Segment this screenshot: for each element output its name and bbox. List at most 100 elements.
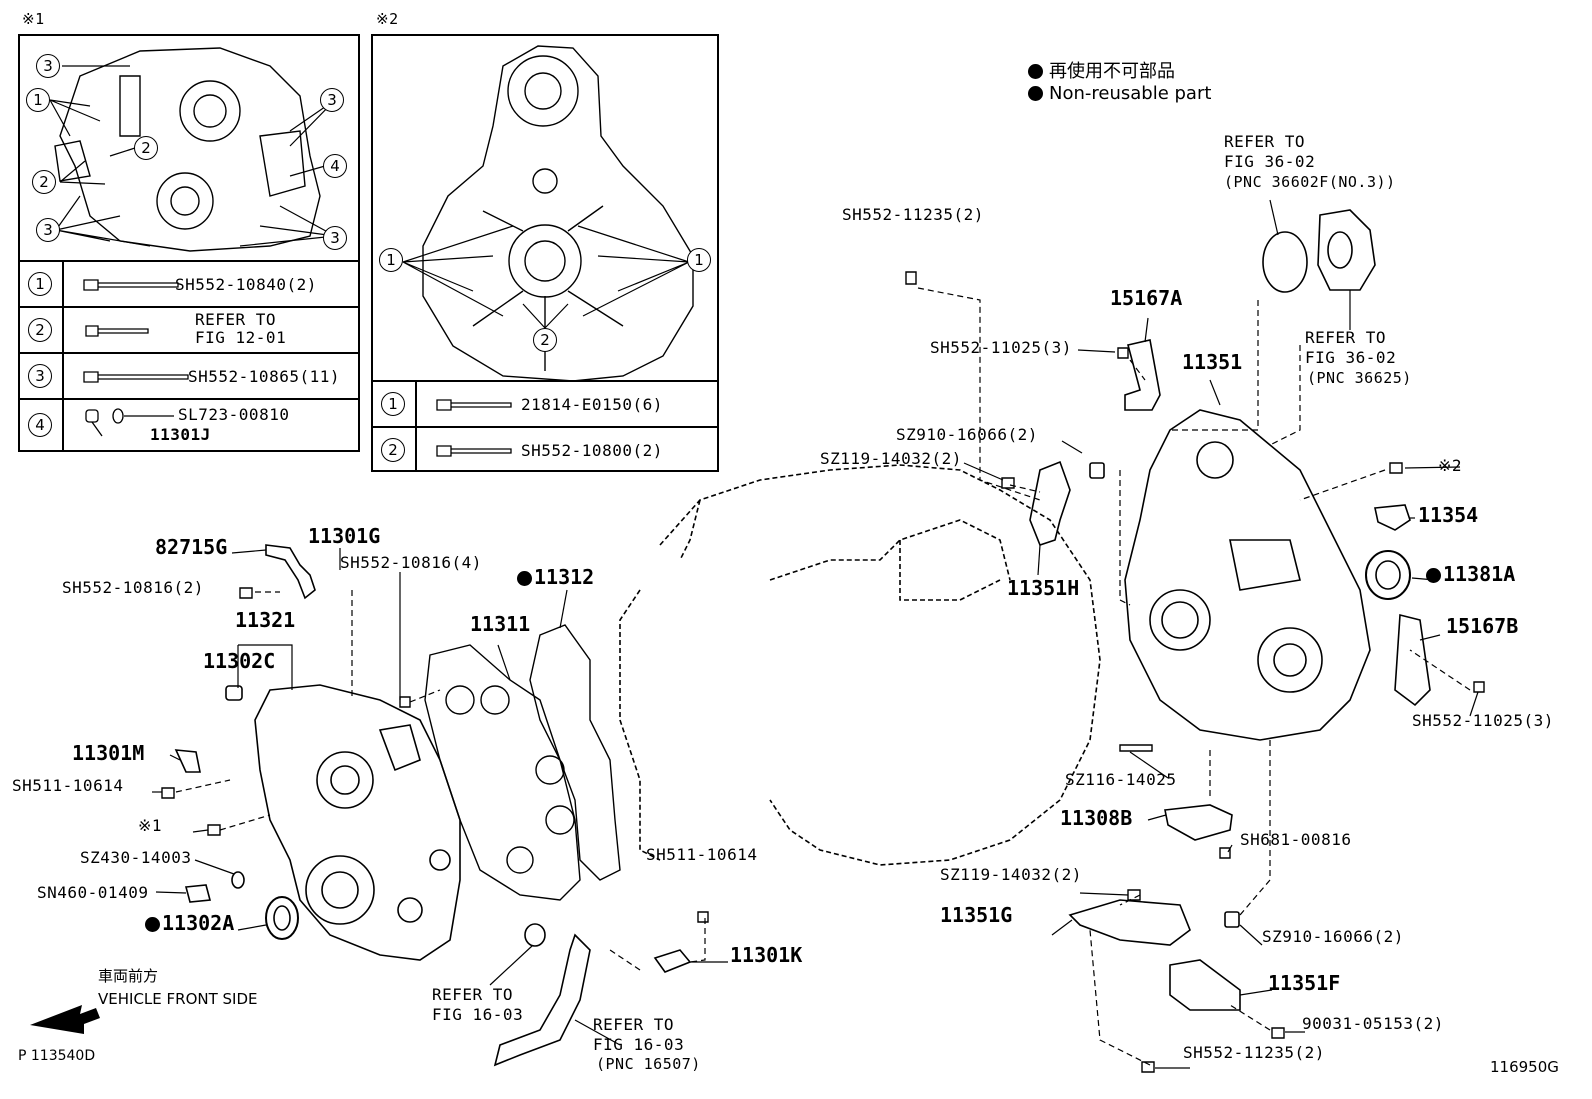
vehicle-front-en: VEHICLE FRONT SIDE — [98, 990, 258, 1008]
non-reusable-dot-icon — [145, 917, 160, 932]
inset1-row-3: 3 SH552-10865(11) — [20, 352, 358, 398]
oil-seal-11302A — [265, 896, 299, 940]
plug-and-washer-icon — [85, 408, 174, 437]
label-11308B: 11308B — [1060, 806, 1133, 830]
inset1-row-2-num: 2 — [28, 318, 52, 342]
inset1-callout-3c: 3 — [36, 218, 60, 242]
label-90031-05153: 90031-05153(2) — [1302, 1014, 1444, 1033]
sensor-11301K — [653, 949, 692, 973]
timing-plate-11311-outline — [424, 644, 581, 901]
dashed-leaders — [175, 287, 1471, 1066]
inset1-row-1-num: 1 — [28, 272, 52, 296]
inset2-callout-2: 2 — [533, 328, 557, 352]
bolt-icons — [161, 271, 1485, 1073]
engine-block-outline — [619, 464, 1101, 866]
label-mark2: ※2 — [1438, 456, 1463, 475]
label-15167B: 15167B — [1446, 614, 1519, 638]
label-SH681-00816: SH681-00816 — [1240, 830, 1352, 849]
inset1-callout-4: 4 — [323, 154, 347, 178]
label-11302A: 11302A — [145, 913, 234, 933]
label-11381A-text: 11381A — [1443, 562, 1516, 586]
label-SZ119-14032-bot: SZ119-14032(2) — [940, 865, 1082, 884]
legend-en: Non-reusable part — [1028, 83, 1211, 104]
label-refer-fig-16-03-b: REFER TO FIG 16-03 — [593, 1015, 685, 1054]
o-ring-36602F — [1262, 231, 1308, 293]
label-82715G: 82715G — [155, 535, 228, 559]
inset1-callout-3d: 3 — [323, 226, 347, 250]
plate-11308B — [1164, 804, 1233, 841]
oil-seal-11381A — [1365, 550, 1411, 600]
label-pnc-36625: (PNC 36625) — [1307, 369, 1412, 387]
non-reusable-dot-icon — [517, 571, 532, 586]
inset2-mark: ※2 — [376, 10, 399, 28]
label-SH552-10816-4: SH552-10816(4) — [340, 553, 482, 572]
label-11301K: 11301K — [730, 943, 803, 967]
flywheel-housing-11351-outline — [1124, 409, 1371, 741]
label-11321: 11321 — [235, 608, 296, 632]
mount-11351F — [1169, 959, 1241, 1011]
inset1-callout-2a: 2 — [134, 136, 158, 160]
inset2-row-2-num: 2 — [381, 438, 405, 462]
inset2-row-2: 2 SH552-10800(2) — [373, 426, 717, 472]
label-SH552-11235-top: SH552-11235(2) — [842, 205, 984, 224]
inset1-row-3-num: 3 — [28, 364, 52, 388]
label-11351: 11351 — [1182, 350, 1243, 374]
label-11381A: 11381A — [1426, 564, 1515, 584]
inset2-panel: 1 1 2 1 21814-E0150(6) 2 SH552-10800(2) — [371, 34, 719, 472]
inset1-row-2-label: REFER TO FIG 12-01 — [195, 310, 287, 348]
label-11302C: 11302C — [203, 649, 276, 673]
non-reusable-dot-icon — [1028, 86, 1043, 101]
bolt-icon — [83, 371, 189, 383]
cover-36625 — [1317, 209, 1376, 291]
label-SZ910-16066-top: SZ910-16066(2) — [896, 425, 1038, 444]
inset2-row-1-label: 21814-E0150(6) — [521, 395, 663, 414]
leader-lines — [152, 199, 1479, 1069]
bolt-icon — [83, 279, 179, 291]
inset2-row-2-label: SH552-10800(2) — [521, 441, 663, 460]
bracket-11351G — [1068, 899, 1191, 946]
bolt-icon — [436, 445, 512, 457]
plug-11302C — [225, 685, 243, 701]
inset1-row-4-label2: 11301J — [150, 425, 211, 444]
label-SZ119-14032-top: SZ119-14032(2) — [820, 449, 962, 468]
label-SH552-11025-3a: SH552-11025(3) — [930, 338, 1072, 357]
inset1-row-1-label: SH552-10840(2) — [175, 275, 317, 294]
label-11351G: 11351G — [940, 903, 1013, 927]
inset1-callout-1: 1 — [26, 88, 50, 112]
legend-en-text: Non-reusable part — [1049, 83, 1212, 104]
label-SH552-11235-bot: SH552-11235(2) — [1183, 1043, 1325, 1062]
label-SN460-01409: SN460-01409 — [37, 883, 149, 902]
water-tube — [493, 933, 591, 1067]
label-15167A: 15167A — [1110, 286, 1183, 310]
inset1-mark: ※1 — [22, 10, 45, 28]
label-11312: 11312 — [517, 567, 594, 587]
inset1-callout-3a: 3 — [36, 54, 60, 78]
bracket-15167B — [1394, 613, 1431, 707]
inset1-row-4-label: SL723-00810 — [178, 405, 290, 424]
inset1-panel: 3 1 3 2 4 2 3 3 1 SH552-10840(2) 2 REFER… — [18, 34, 360, 452]
figure-code: 116950G — [1490, 1058, 1559, 1076]
inset2-row-1-num: 1 — [381, 392, 405, 416]
bracket-11351H — [1029, 460, 1071, 546]
inset2-housing-drawing — [402, 45, 694, 381]
collar-bottom — [1224, 911, 1240, 928]
label-refer-fig-36-02-a: REFER TO FIG 36-02 — [1224, 132, 1316, 171]
gasket-11312-outline — [529, 624, 621, 881]
label-11354: 11354 — [1418, 503, 1479, 527]
label-mark1: ※1 — [138, 816, 163, 835]
o-ring — [524, 923, 546, 947]
label-11301M: 11301M — [72, 741, 145, 765]
label-refer-fig-16-03-a: REFER TO FIG 16-03 — [432, 985, 524, 1024]
collar-top — [1089, 462, 1105, 479]
non-reusable-dot-icon — [1028, 64, 1043, 79]
bracket-82715G — [265, 544, 316, 600]
inset2-callout-1a: 1 — [379, 248, 403, 272]
label-SZ430-14003: SZ430-14003 — [80, 848, 192, 867]
label-SH552-10816-2: SH552-10816(2) — [62, 578, 204, 597]
bolt-sn460 — [184, 884, 212, 903]
cap-11354 — [1374, 504, 1411, 531]
timing-cover-11321-outline — [254, 684, 461, 961]
label-11311: 11311 — [470, 612, 531, 636]
label-SH511-10614-left: SH511-10614 — [12, 776, 124, 795]
